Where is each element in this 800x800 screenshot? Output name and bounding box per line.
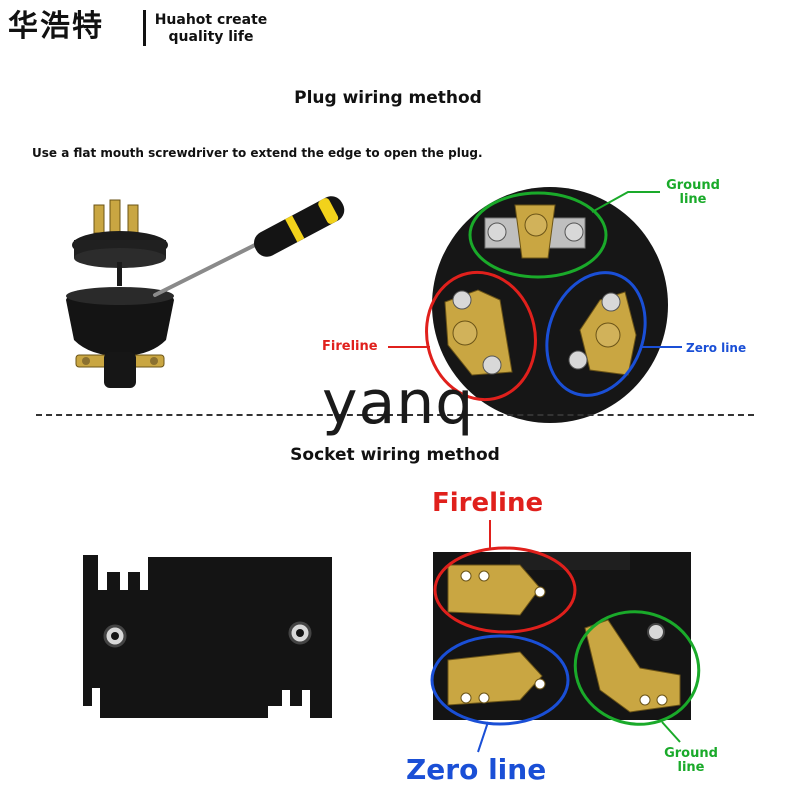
brand-slogan-line1: Huahot create [154, 12, 268, 28]
plug-ground-label-line2: line [679, 192, 707, 207]
watermark-text: yanq [322, 368, 475, 438]
section-divider [36, 414, 754, 416]
socket-ground-label-line1: Ground [664, 746, 718, 761]
socket-interior-image [430, 520, 701, 753]
brand-logo-cn: 华浩特 [8, 9, 104, 44]
plug-zero-line-label: Zero line [686, 341, 747, 355]
plug-interior-image [388, 187, 682, 423]
plug-disassembled-image [66, 199, 174, 388]
socket-ground-label-line2: line [677, 760, 705, 775]
socket-zero-line-label: Zero line [406, 753, 547, 786]
plug-ground-label-line1: Ground [666, 178, 720, 193]
socket-section-title: Socket wiring method [290, 445, 500, 465]
brand-slogan: Huahot create quality life [152, 12, 270, 46]
plug-fireline-label: Fireline [322, 339, 378, 354]
socket-base-plate-image [83, 555, 332, 718]
plug-ground-line-label: Ground line [660, 179, 726, 207]
plug-instruction: Use a flat mouth screwdriver to extend t… [32, 146, 483, 160]
socket-fireline-label: Fireline [432, 488, 544, 518]
brand-divider [143, 10, 146, 46]
plug-section-title: Plug wiring method [294, 88, 482, 108]
screwdriver-image [153, 196, 345, 297]
socket-ground-line-label: Ground line [656, 747, 726, 775]
brand-slogan-line2: quality life [168, 29, 254, 45]
